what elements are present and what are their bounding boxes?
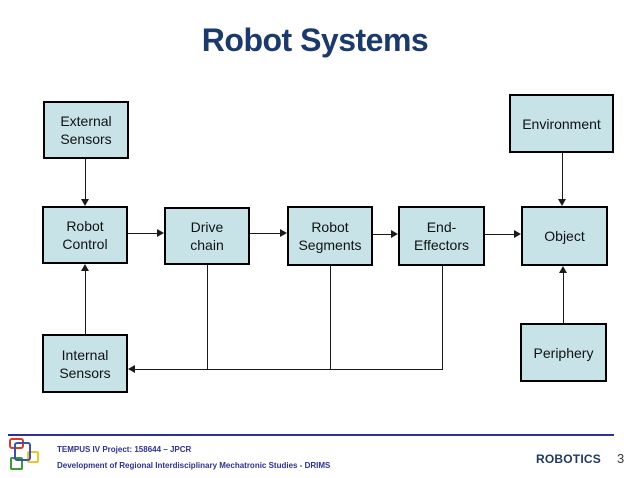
node-label: Internal Sensors xyxy=(59,346,111,381)
node-object: Object xyxy=(521,206,608,266)
node-drive-chain: Drive chain xyxy=(164,207,250,265)
node-label: Robot Segments xyxy=(298,219,362,253)
feedback-segments-drop-line xyxy=(330,266,331,369)
node-external-sensors: External Sensors xyxy=(43,101,129,159)
node-label: Object xyxy=(544,228,585,244)
arrow-control-to-drive-head xyxy=(157,229,164,237)
footer-project-line: TEMPUS IV Project: 158644 – JPCR xyxy=(57,445,192,454)
page-number: 3 xyxy=(617,451,625,466)
footer-divider xyxy=(8,434,614,436)
arrow-external-to-control-head xyxy=(81,199,89,206)
tempus-logo-blue-square-icon xyxy=(14,442,31,461)
node-end-effectors: End- Effectors xyxy=(398,206,485,266)
feedback-to-internal-head xyxy=(128,365,135,373)
arrow-external-to-control-line xyxy=(85,159,86,200)
arrow-drive-to-segments-line xyxy=(250,233,280,234)
arrow-control-to-drive-line xyxy=(128,233,157,234)
node-periphery: Periphery xyxy=(520,323,607,382)
node-robot-segments: Robot Segments xyxy=(287,206,373,266)
feedback-horizontal-line xyxy=(135,369,443,370)
arrow-periphery-to-object-line xyxy=(563,273,564,323)
node-environment: Environment xyxy=(509,94,614,153)
arrow-segments-to-effectors-line xyxy=(373,234,391,235)
slide-title: Robot Systems xyxy=(201,22,429,58)
feedback-effectors-drop-line xyxy=(442,266,443,369)
arrow-effectors-to-object-line xyxy=(485,234,514,235)
node-label: Environment xyxy=(522,115,601,132)
arrow-drive-to-segments-head xyxy=(280,229,287,237)
feedback-drive-drop-line xyxy=(207,265,208,369)
tempus-logo-yellow-square-icon xyxy=(27,451,39,463)
arrow-internal-to-control-head xyxy=(81,264,89,271)
arrow-effectors-to-object-head xyxy=(514,230,521,238)
arrow-environment-to-object-line xyxy=(562,153,563,200)
node-label: Robot Control xyxy=(62,218,108,252)
arrow-segments-to-effectors-head xyxy=(391,230,398,238)
arrow-internal-to-control-line xyxy=(85,271,86,334)
node-internal-sensors: Internal Sensors xyxy=(42,334,128,393)
node-robot-control: Robot Control xyxy=(42,206,128,264)
node-label: End- Effectors xyxy=(414,219,469,253)
node-label: External Sensors xyxy=(60,113,112,147)
footer-brand: ROBOTICS xyxy=(536,452,601,466)
arrow-environment-to-object-head xyxy=(558,199,566,206)
node-label: Drive chain xyxy=(190,219,224,253)
arrow-periphery-to-object-head xyxy=(559,266,567,273)
footer-program-line: Development of Regional Interdisciplinar… xyxy=(57,461,331,470)
node-label: Periphery xyxy=(533,344,594,361)
